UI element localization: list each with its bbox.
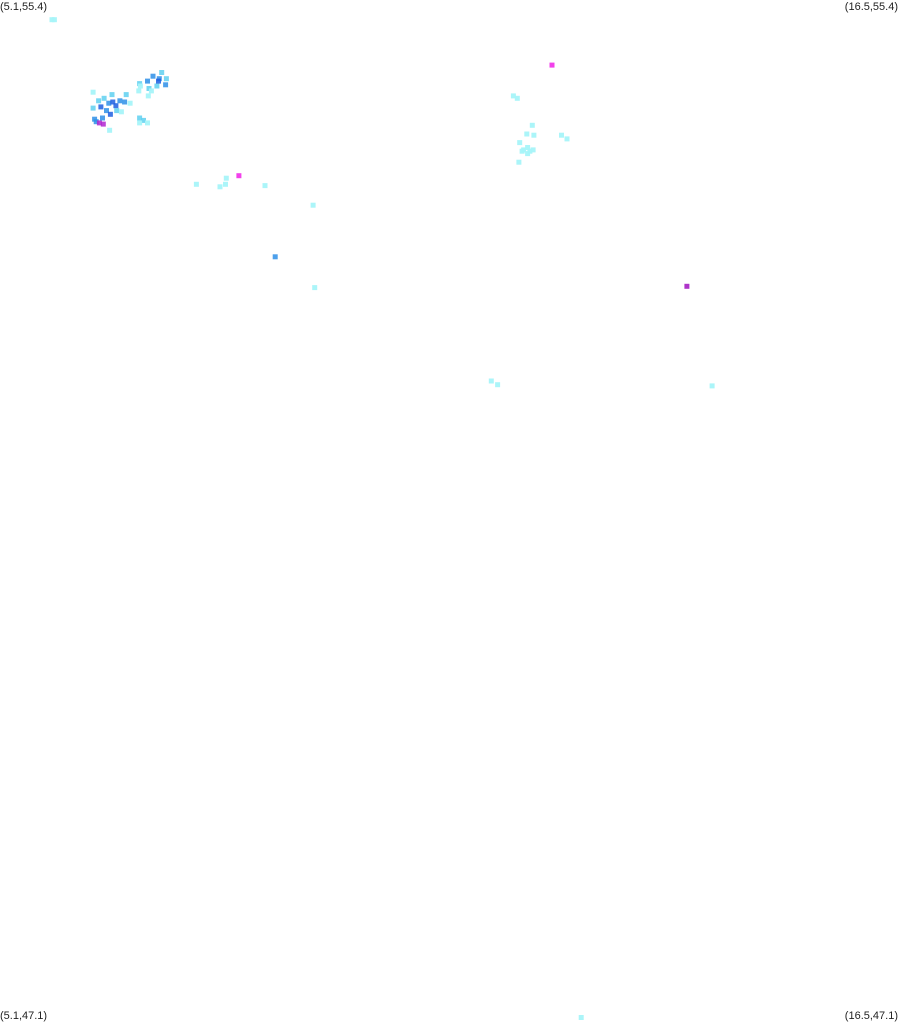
map-point: [156, 78, 161, 84]
map-point: [90, 105, 96, 111]
map-point: [109, 92, 115, 98]
map-point: [106, 100, 112, 106]
map-point: [524, 131, 530, 137]
map-point: [137, 120, 143, 126]
map-point: [549, 62, 555, 68]
map-point: [529, 122, 535, 128]
map-point: [525, 145, 531, 150]
map-point: [117, 98, 123, 104]
map-point: [118, 109, 124, 115]
map-point: [217, 184, 223, 190]
map-point: [516, 159, 522, 165]
map-point: [525, 151, 531, 157]
map-point: [223, 181, 228, 187]
map-point: [262, 183, 268, 189]
map-point: [137, 83, 143, 89]
map-point: [107, 127, 113, 133]
map-point: [123, 92, 129, 98]
corner-label-top-right: (16.5,55.4): [844, 1, 898, 13]
corner-label-bottom-right: (16.5,47.1): [844, 1010, 898, 1022]
map-point: [113, 103, 119, 109]
map-point: [122, 99, 128, 105]
map-point: [127, 100, 133, 106]
map-point: [150, 73, 156, 79]
corner-label-top-left: (5.1,55.4): [0, 1, 48, 13]
map-point: [92, 116, 98, 122]
map-point: [145, 93, 151, 99]
map-point: [107, 111, 113, 117]
map-point: [137, 115, 143, 121]
map-point: [684, 283, 690, 289]
map-point: [236, 173, 242, 179]
map-point: [510, 93, 516, 99]
map-point: [154, 83, 160, 89]
map-point: [530, 147, 536, 153]
map-point: [100, 115, 105, 121]
map-point: [163, 76, 169, 82]
map-point: [141, 117, 146, 123]
map-point: [90, 89, 96, 95]
map-point: [145, 120, 150, 126]
map-point: [559, 132, 564, 138]
map-point: [312, 285, 318, 291]
map-point: [517, 140, 523, 146]
map-point: [148, 88, 154, 94]
map-point: [100, 121, 106, 127]
map-point: [564, 136, 570, 142]
map-point: [145, 78, 150, 84]
map-point: [223, 175, 229, 181]
map-point: [488, 378, 494, 384]
map-point: [101, 95, 107, 101]
map-point: [495, 382, 501, 388]
map-point: [163, 82, 169, 88]
map-point: [98, 104, 104, 110]
map-point: [104, 108, 109, 114]
map-point: [96, 98, 102, 104]
map-point: [51, 17, 57, 23]
corner-label-bottom-left: (5.1,47.1): [0, 1010, 48, 1022]
map-point: [531, 132, 537, 138]
map-point: [114, 108, 120, 114]
map-point: [709, 383, 715, 389]
map-point: [136, 88, 142, 94]
map-point: [519, 148, 525, 154]
map-point: [272, 254, 278, 260]
points-layer: [49, 17, 715, 1020]
map-point: [159, 70, 165, 75]
map-point: [578, 1015, 584, 1020]
map-point: [310, 202, 316, 208]
map-point: [96, 120, 102, 126]
map-point: [193, 181, 199, 187]
map-point: [514, 95, 520, 101]
map-point: [110, 99, 116, 105]
